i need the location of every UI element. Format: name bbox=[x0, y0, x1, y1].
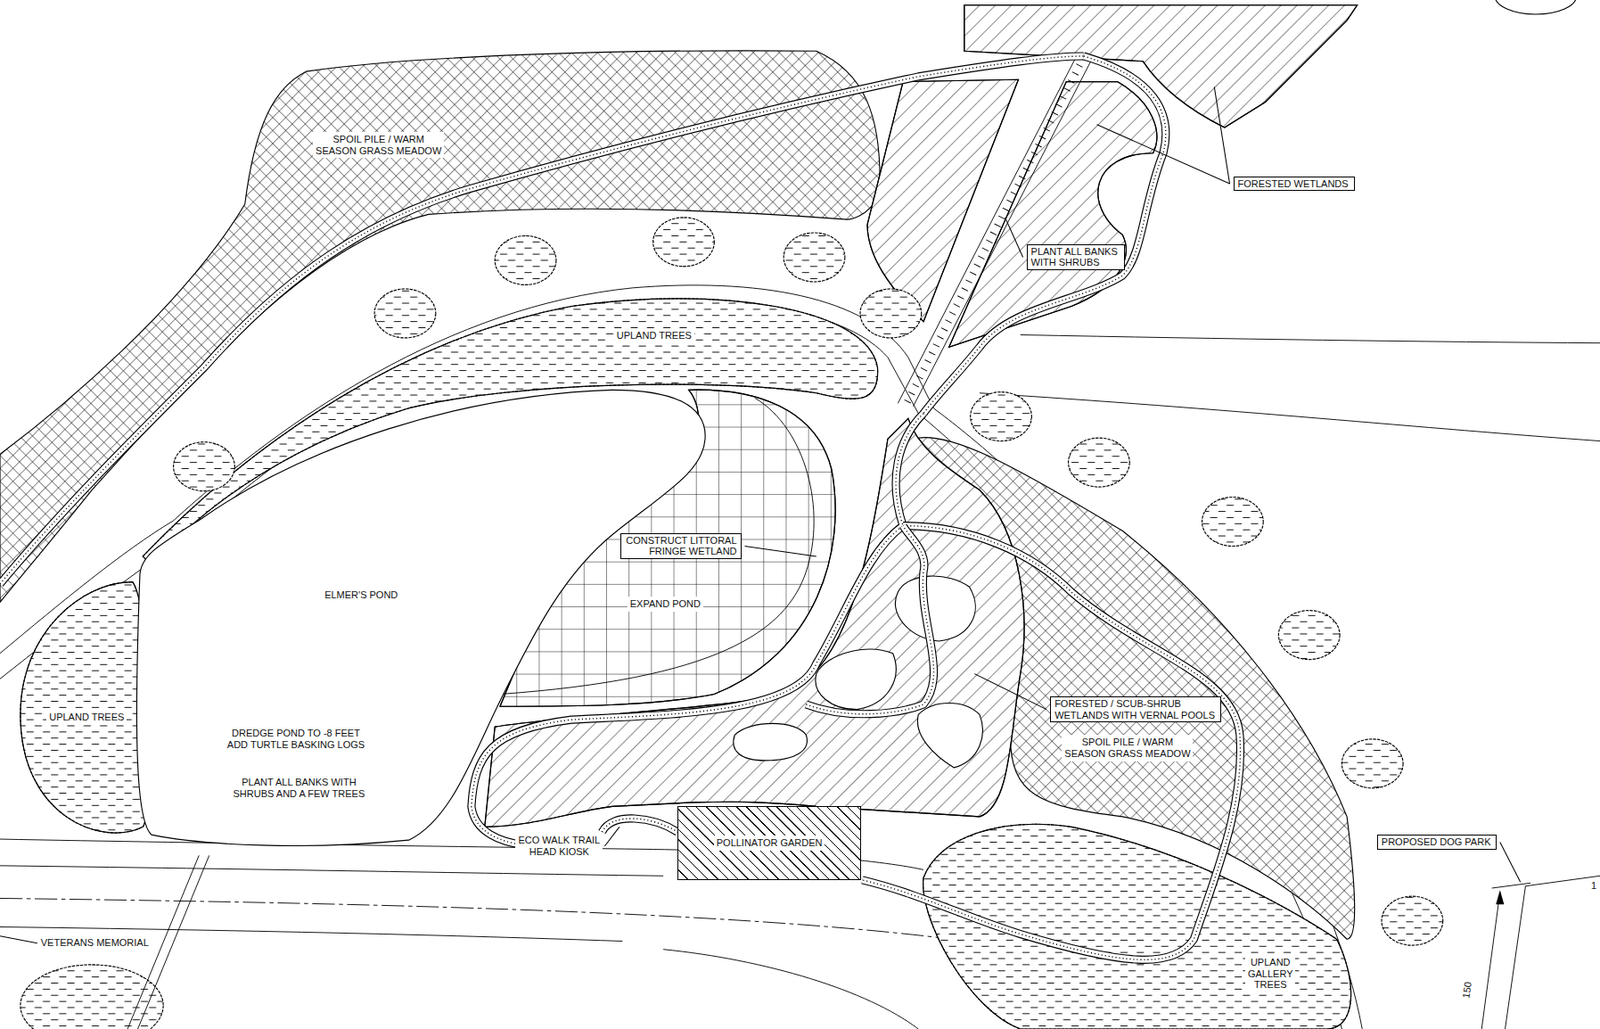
tree-symbol bbox=[653, 217, 715, 267]
leader-line bbox=[1500, 841, 1521, 882]
plan-label: EXPAND POND bbox=[629, 598, 702, 610]
pond-outline bbox=[139, 393, 703, 843]
tree-symbol bbox=[783, 232, 846, 282]
tree-symbol bbox=[783, 232, 846, 282]
plan-label: 1 bbox=[1590, 879, 1598, 892]
tree-symbol bbox=[173, 442, 236, 492]
tree-symbol bbox=[970, 392, 1033, 442]
tree-symbol bbox=[374, 288, 436, 338]
tree-symbol bbox=[970, 392, 1033, 442]
drainage-swale bbox=[897, 56, 1092, 407]
tree-symbol bbox=[494, 235, 557, 285]
tree-symbol bbox=[1278, 610, 1340, 660]
tree-symbol bbox=[653, 217, 715, 267]
callout-text: PLANT ALL BANKS WITH SHRUBS bbox=[1031, 246, 1121, 269]
tree-symbol bbox=[494, 235, 557, 285]
callout-text: FORESTED / SCUB-SHRUB WETLANDS WITH VERN… bbox=[1054, 697, 1217, 721]
tree-symbol bbox=[1202, 497, 1264, 547]
tree-symbol bbox=[1202, 497, 1264, 547]
plan-label: PLANT ALL BANKS WITH SHRUBS AND A FEW TR… bbox=[231, 776, 367, 799]
dimension-text: 150 bbox=[1460, 980, 1475, 1001]
tree-symbol bbox=[1068, 437, 1131, 487]
leader-line bbox=[1005, 217, 1024, 258]
plan-label: ECO WALK TRAIL HEAD KIOSK bbox=[516, 834, 601, 857]
plan-label: UPLAND TREES bbox=[615, 329, 693, 342]
tree-band bbox=[20, 582, 150, 833]
callout-box: CONSTRUCT LITTORAL FRINGE WETLAND bbox=[620, 533, 742, 559]
tree-symbol bbox=[1341, 738, 1404, 788]
forested-wetland bbox=[867, 5, 1357, 348]
dog-park-outline bbox=[1481, 875, 1600, 1029]
leader-line bbox=[1097, 124, 1231, 184]
leader-line bbox=[1214, 86, 1230, 184]
callout-box: FORESTED WETLANDS bbox=[1233, 176, 1355, 192]
tree-symbol bbox=[1341, 738, 1404, 788]
leader-line bbox=[604, 826, 620, 846]
tree-symbol bbox=[173, 442, 236, 492]
callout-text: PROPOSED DOG PARK bbox=[1381, 836, 1493, 848]
road-edge bbox=[1020, 335, 1600, 344]
plan-label: UPLAND GALLERY TREES bbox=[1247, 956, 1294, 991]
plan-label: UPLAND TREES bbox=[48, 711, 125, 723]
tree-symbols bbox=[20, 0, 1577, 1029]
road-edge bbox=[0, 865, 664, 876]
tree-symbol bbox=[1278, 610, 1340, 660]
tree-symbol bbox=[374, 288, 436, 338]
tree-symbol bbox=[860, 288, 922, 338]
road-lines bbox=[0, 285, 1600, 1029]
plan-label: SPOIL PILE / WARM SEASON GRASS MEADOW bbox=[1063, 736, 1191, 759]
tree-symbol bbox=[20, 964, 164, 1029]
callout-box: PROPOSED DOG PARK bbox=[1377, 834, 1497, 850]
vernal-pool bbox=[733, 575, 984, 768]
garden-plot: POLLINATOR GARDEN bbox=[677, 805, 862, 879]
plan-label: DREDGE POND TO -8 FEET ADD TURTLE BASKIN… bbox=[225, 727, 367, 750]
road-edge bbox=[0, 285, 1363, 1029]
plan-label: ELMER'S POND bbox=[323, 589, 399, 601]
leader-line bbox=[0, 935, 38, 944]
pond-outline bbox=[139, 393, 703, 843]
leader-lines bbox=[0, 86, 1521, 944]
tree-symbol bbox=[1381, 895, 1444, 945]
callout-box: FORESTED / SCUB-SHRUB WETLANDS WITH VERN… bbox=[1050, 696, 1222, 723]
callout-text: CONSTRUCT LITTORAL FRINGE WETLAND bbox=[624, 534, 738, 558]
tree-symbol bbox=[860, 288, 922, 338]
tree-symbol bbox=[1068, 437, 1131, 487]
eco-trail bbox=[0, 56, 1241, 960]
leader-line bbox=[974, 673, 1047, 710]
tree-symbol bbox=[1381, 895, 1444, 945]
road-edge bbox=[663, 949, 919, 1029]
leader-line bbox=[745, 545, 817, 556]
callout-text: FORESTED WETLANDS bbox=[1238, 178, 1351, 190]
plan-label: VETERANS MEMORIAL bbox=[41, 936, 151, 949]
tree-symbol bbox=[1494, 0, 1577, 15]
callout-text: POLLINATOR GARDEN bbox=[715, 836, 823, 849]
road-edge bbox=[979, 393, 1600, 442]
tree-band bbox=[20, 582, 150, 833]
callout-box: PLANT ALL BANKS WITH SHRUBS bbox=[1026, 244, 1125, 271]
plan-label: SPOIL PILE / WARM SEASON GRASS MEADOW bbox=[314, 133, 443, 156]
